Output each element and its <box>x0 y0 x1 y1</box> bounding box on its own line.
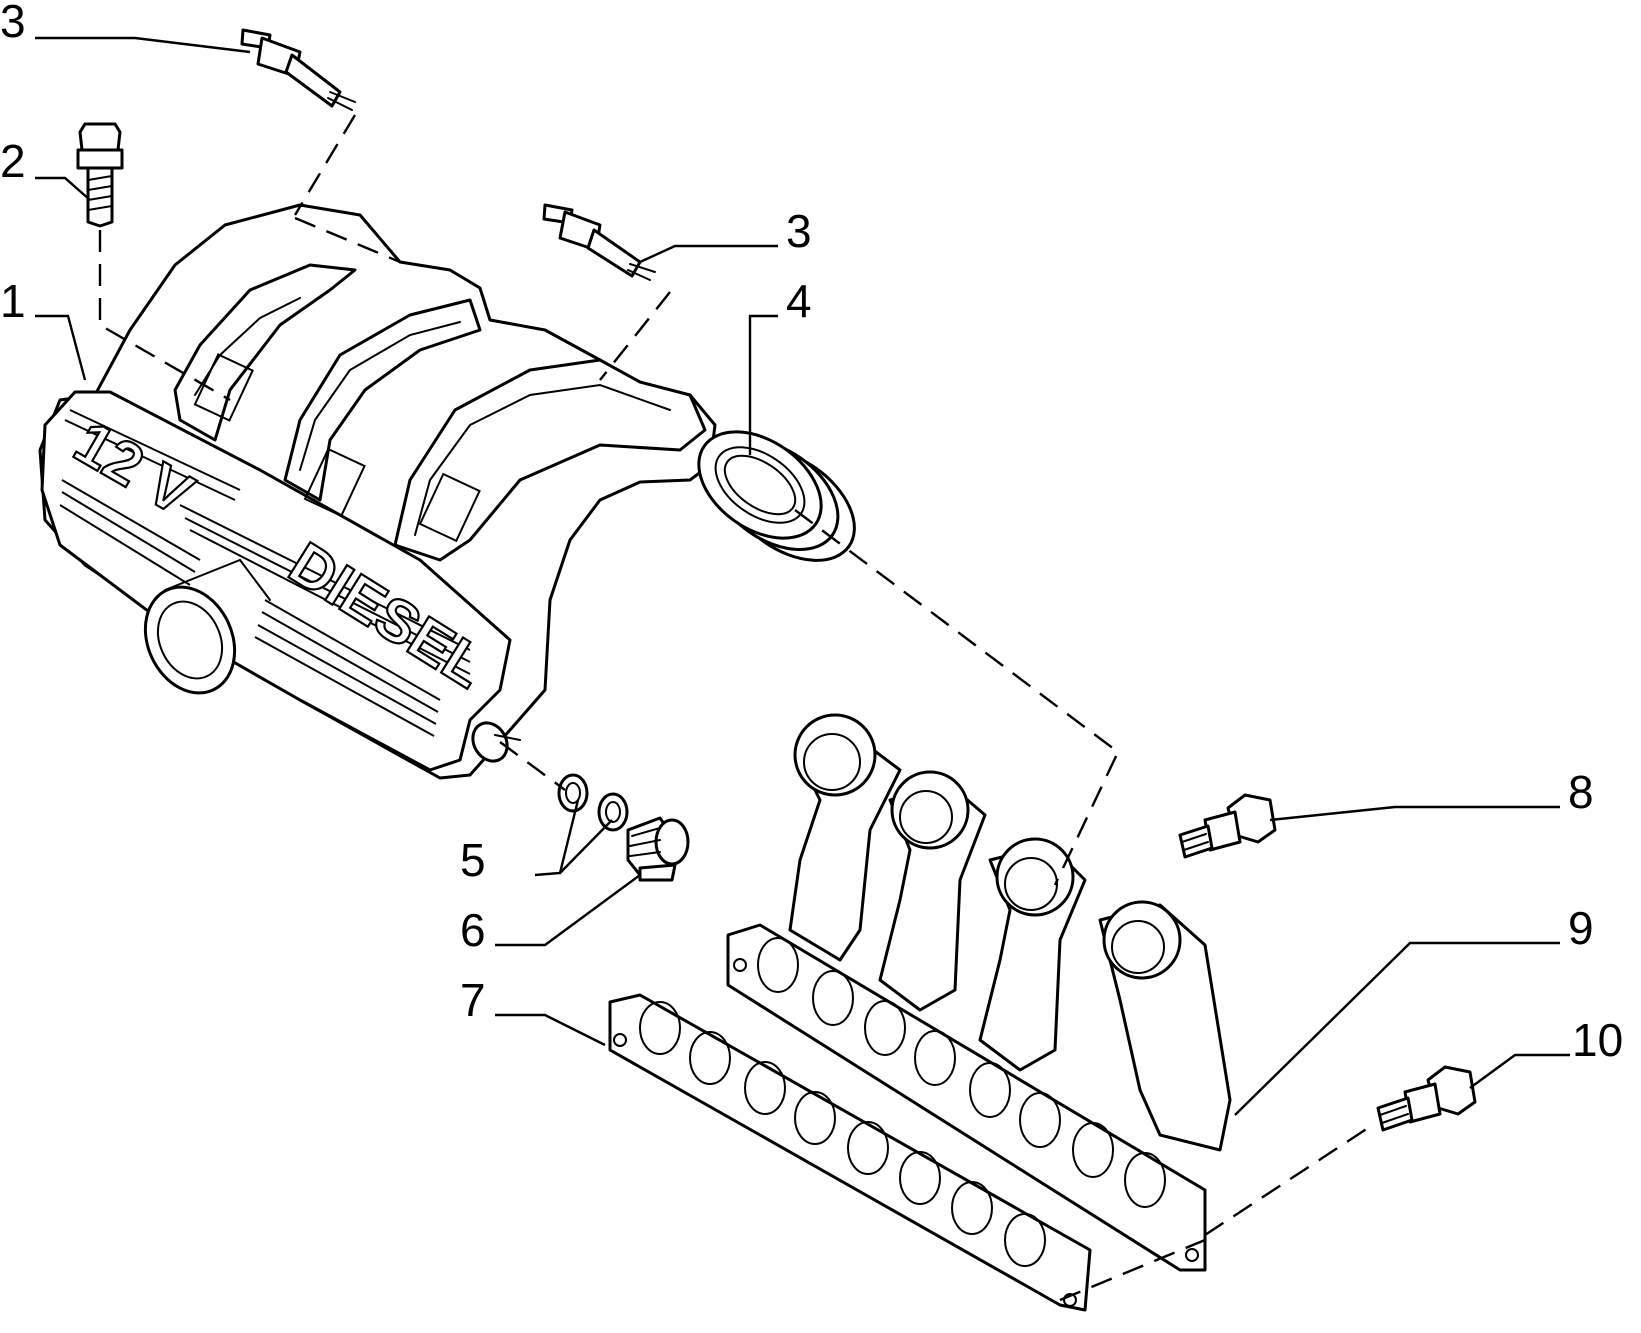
sleeve-part-4 <box>697 430 856 562</box>
stud-bolt-part-8 <box>1178 793 1277 859</box>
callout-8: 8 <box>1568 766 1594 818</box>
fitting-part-6 <box>626 816 690 882</box>
front-face-ribs <box>59 409 471 737</box>
callout-3-mid: 3 <box>786 205 812 257</box>
callout-2: 2 <box>0 135 26 187</box>
manifold-ports <box>757 937 1166 1208</box>
callout-4: 4 <box>786 275 812 327</box>
callout-9: 9 <box>1568 902 1594 954</box>
callout-3-top: 3 <box>0 0 26 47</box>
gasket-ports <box>639 1001 1046 1267</box>
lower-manifold-part-9 <box>726 713 1232 1272</box>
sensor-part-3-top <box>240 28 356 111</box>
callout-6: 6 <box>460 904 486 956</box>
washers-part-5 <box>557 773 629 832</box>
callout-7: 7 <box>460 974 486 1026</box>
assembly-dash-lines <box>98 114 1369 1302</box>
callout-1: 1 <box>0 275 26 327</box>
intake-plenum-part-1: 12 V DIESEL <box>38 203 717 780</box>
bolt-part-2 <box>76 122 124 228</box>
callout-10: 10 <box>1572 1014 1623 1066</box>
stud-bolt-part-10 <box>1376 1065 1477 1132</box>
gasket-part-7 <box>608 993 1092 1312</box>
callout-5: 5 <box>460 834 486 886</box>
callout-labels: 3 2 1 3 4 5 6 7 8 9 10 <box>0 0 1623 1066</box>
sensor-part-3-mid <box>542 203 656 281</box>
callout-leaders <box>35 36 1570 1116</box>
